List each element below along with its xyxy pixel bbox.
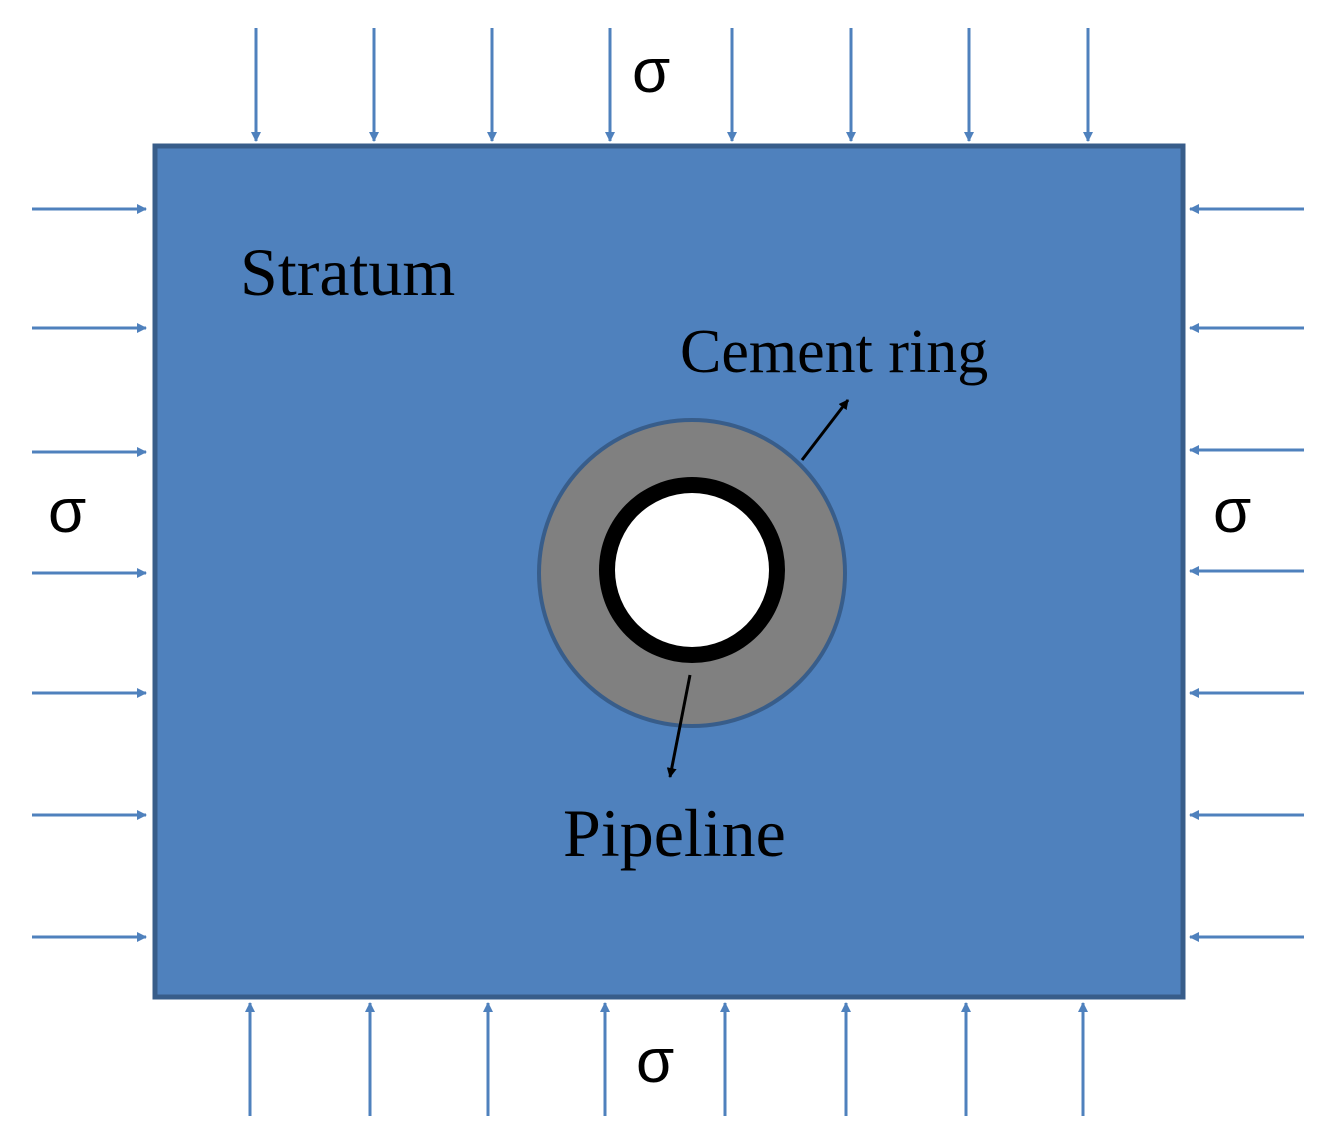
cement-ring-label: Cement ring (680, 318, 988, 386)
sigma-left-label: σ (48, 477, 86, 546)
left-load-arrows (32, 204, 147, 942)
cement-ring-pointer-arrow (800, 399, 850, 461)
top-load-arrows (251, 28, 1093, 142)
stratum-label: Stratum (240, 234, 455, 310)
bottom-load-arrows (245, 1002, 1088, 1116)
sigma-right-label: σ (1213, 477, 1251, 546)
sigma-top-label: σ (632, 37, 670, 106)
right-load-arrows (1189, 204, 1304, 942)
pipeline-label: Pipeline (563, 795, 786, 871)
pipeline-pointer-arrow (666, 674, 692, 778)
pipeline-bore (615, 493, 769, 647)
sigma-bottom-label: σ (636, 1027, 674, 1096)
